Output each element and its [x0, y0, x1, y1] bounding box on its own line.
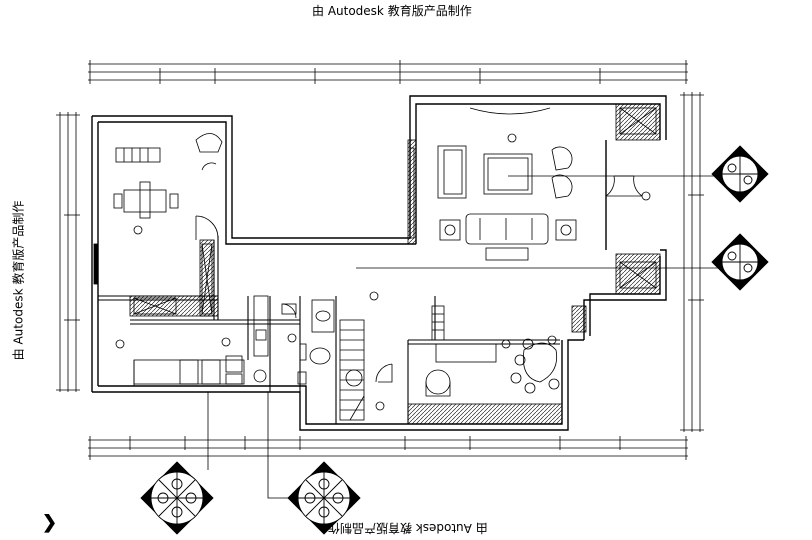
left-dimension-lines — [56, 112, 80, 392]
outer-walls — [91, 95, 667, 431]
cursor-arrow-icon: ❯ — [42, 512, 58, 532]
room-tag-icons — [115, 133, 651, 411]
top-dimension-lines — [88, 60, 688, 84]
interior-walls — [98, 236, 560, 424]
leader-lines — [207, 175, 736, 499]
elevation-marker-icon — [140, 145, 769, 535]
bedroom-furniture — [113, 133, 223, 240]
hatched-walls — [93, 103, 661, 425]
living-room-furniture — [437, 103, 643, 261]
staircase — [339, 305, 445, 421]
right-dimension-lines — [680, 92, 704, 432]
storage-boxes — [133, 107, 657, 315]
bottom-dimension-lines — [88, 436, 688, 460]
study-furniture — [425, 335, 560, 397]
watermark-top: 由 Autodesk 教育版产品制作 — [312, 4, 472, 18]
kitchen-bath-fixtures — [133, 295, 335, 386]
